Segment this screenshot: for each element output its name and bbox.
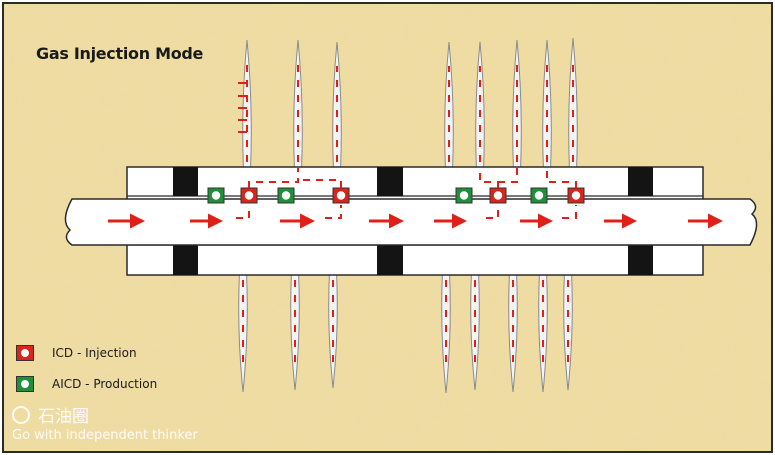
injection-flow-path	[546, 168, 577, 188]
watermark-tagline: Go with independent thinker	[12, 428, 198, 443]
valve-port	[281, 191, 291, 200]
valve-port	[534, 191, 544, 200]
valves	[207, 187, 585, 204]
packers	[173, 167, 653, 275]
injection-flow-path	[248, 168, 299, 188]
injection-flow-path	[298, 179, 342, 188]
injection-flow-path	[479, 168, 499, 188]
injection-flow-path	[562, 205, 577, 219]
injection-flow-path	[486, 205, 499, 219]
fractures-bottom	[238, 273, 573, 394]
injection-flow-path	[236, 205, 250, 219]
fractures-top	[238, 37, 578, 169]
packer	[173, 245, 198, 275]
watermark-name: 石油圈	[38, 407, 89, 427]
valve-port	[493, 191, 503, 200]
injection-flow-path	[498, 168, 518, 183]
legend-label-aicd: AICD - Production	[52, 377, 158, 391]
watermark-circle-icon	[12, 405, 30, 424]
valve-port	[459, 191, 469, 200]
valve-port	[571, 191, 581, 200]
legend-label-icd: ICD - Injection	[52, 346, 137, 360]
packer	[377, 245, 403, 275]
legend-item-aicd: AICD - Production	[16, 376, 157, 392]
inner-pipe	[64, 198, 758, 246]
valve-port	[336, 191, 346, 200]
packer	[173, 167, 198, 196]
legend-item-icd: ICD - Injection	[16, 345, 137, 361]
valve-port	[211, 191, 221, 200]
packer	[628, 167, 653, 196]
watermark-logo: 石油圈	[12, 402, 89, 427]
injection-flow-path	[325, 205, 342, 219]
packer	[377, 167, 403, 196]
diagram-title: Gas Injection Mode	[36, 44, 204, 63]
legend-swatch-aicd-icon	[16, 376, 34, 392]
legend-swatch-icd-icon	[16, 345, 34, 361]
flow-paths	[236, 168, 577, 219]
valve-port	[244, 191, 254, 200]
packer	[628, 245, 653, 275]
